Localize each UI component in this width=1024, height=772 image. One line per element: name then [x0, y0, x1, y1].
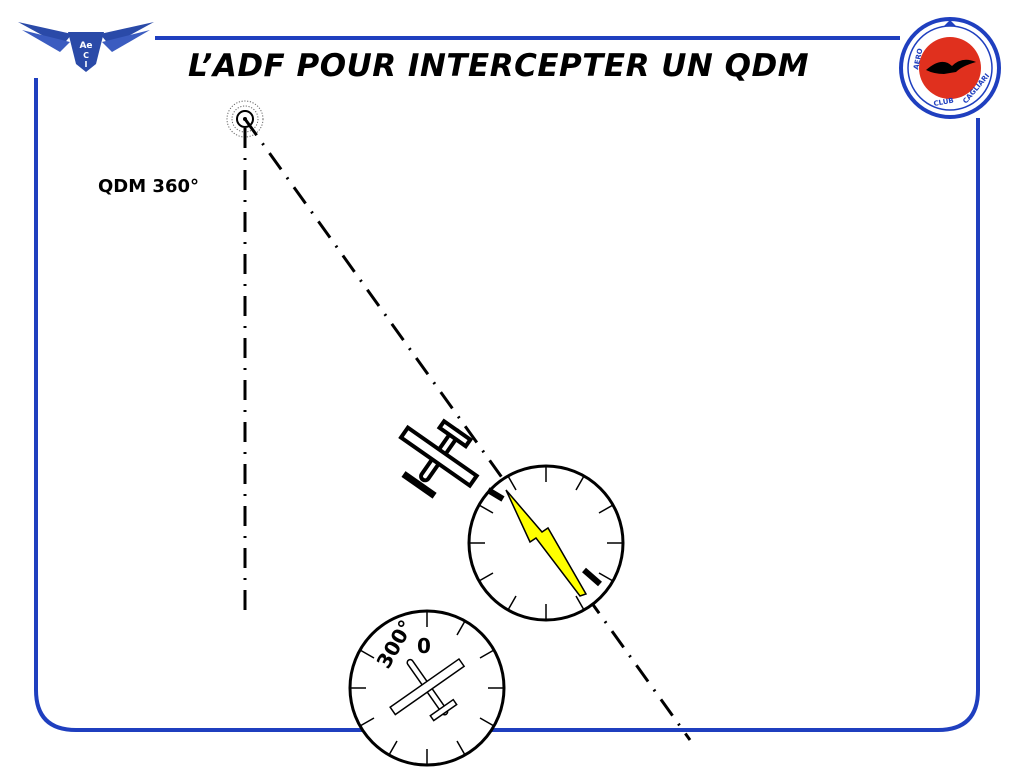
svg-text:Ae: Ae	[79, 41, 92, 51]
heading-indicator: 300° 0	[348, 609, 506, 767]
qdm-label: QDM 360°	[98, 176, 199, 197]
heading-aircraft-icon	[389, 657, 466, 722]
slide-title: L’ADF POUR INTERCEPTER UN QDM	[188, 48, 810, 84]
eagle-wings-logo: Ae C I	[18, 22, 154, 72]
adf-needle	[505, 489, 588, 597]
svg-text:CLUB: CLUB	[933, 97, 954, 108]
bearing-line	[243, 118, 692, 741]
svg-text:C: C	[83, 51, 89, 60]
slide-frame	[34, 36, 980, 732]
svg-text:I: I	[85, 60, 88, 69]
adf-indicator	[467, 464, 625, 622]
aircraft-icon	[398, 418, 480, 499]
heading-north-label: 0	[417, 634, 431, 658]
aero-club-logo: AERO CLUB CAGLIARI	[899, 17, 1001, 119]
